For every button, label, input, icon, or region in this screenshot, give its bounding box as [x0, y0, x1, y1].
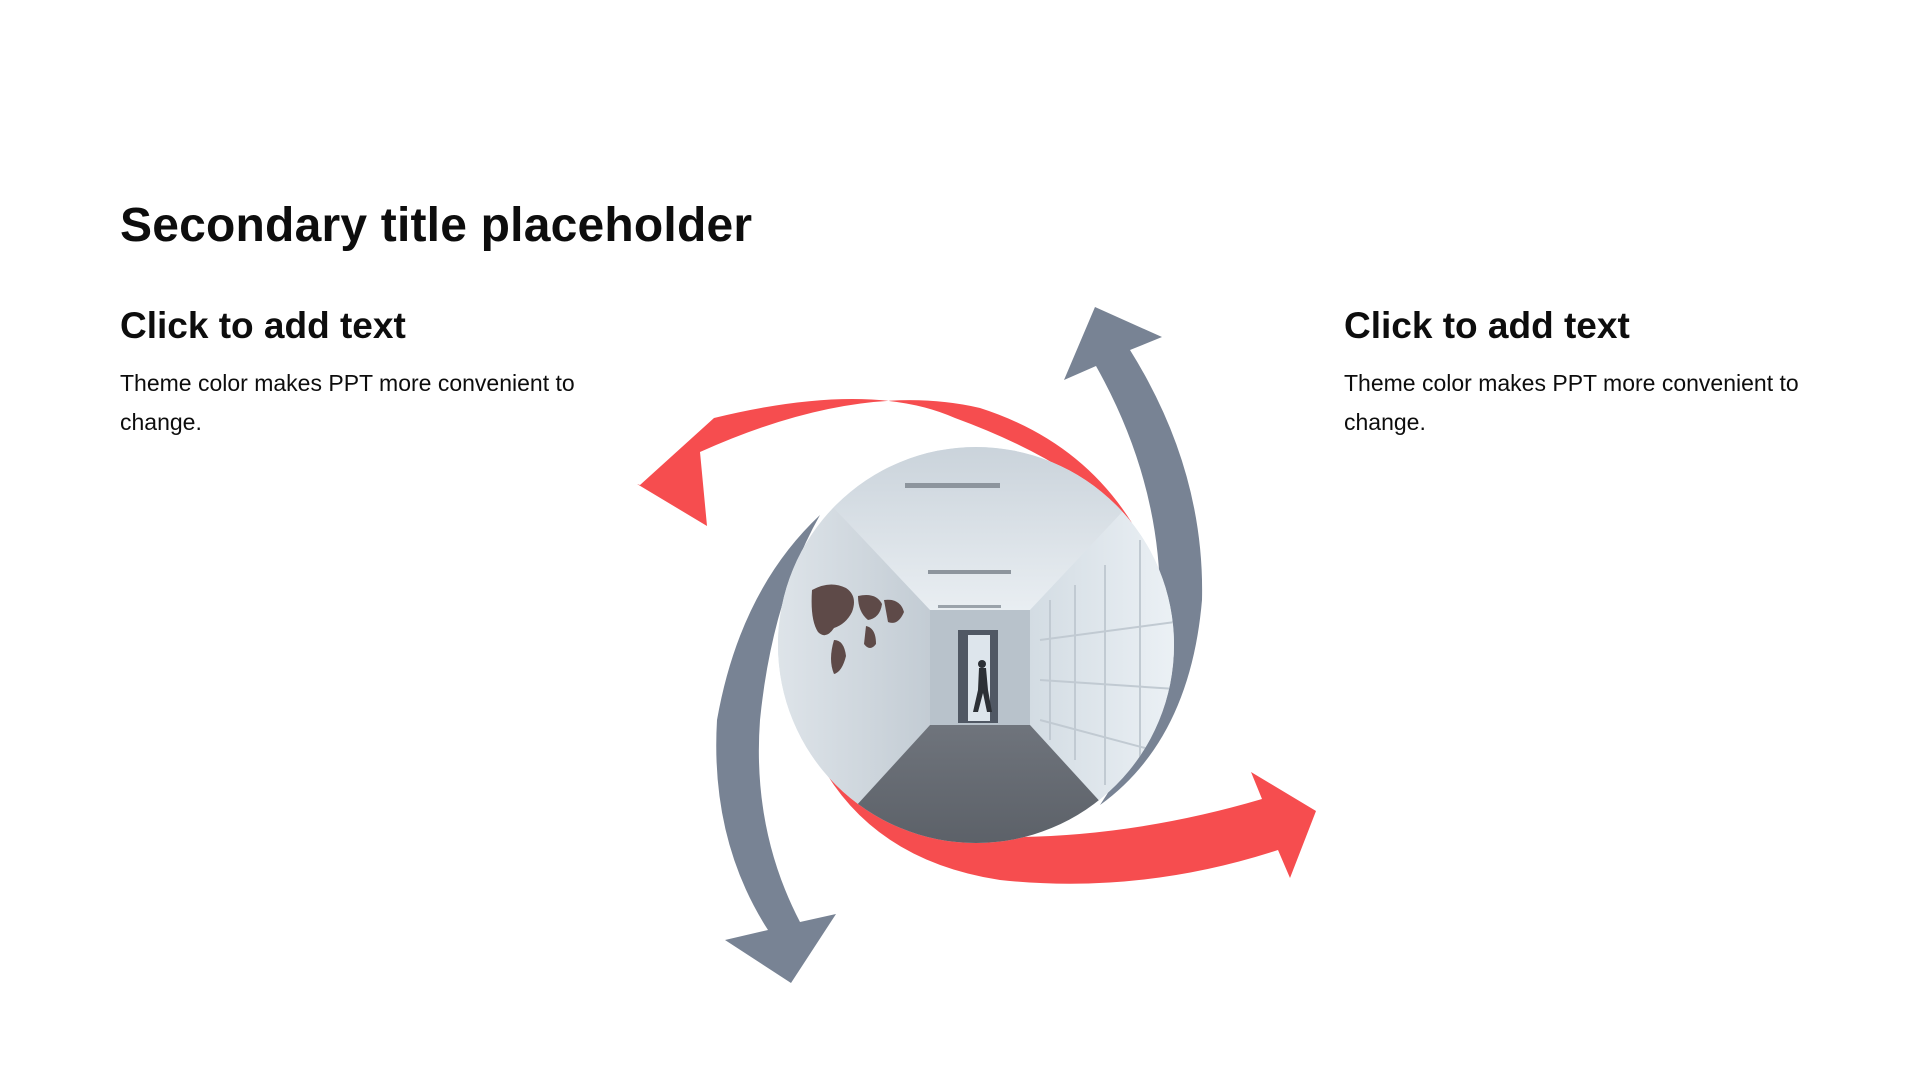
text-block-right[interactable]: Click to add text Theme color makes PPT … [1344, 302, 1824, 442]
text-block-heading: Click to add text [120, 305, 406, 346]
text-block-left[interactable]: Click to add text Theme color makes PPT … [120, 302, 600, 442]
text-block-body: Theme color makes PPT more convenient to… [1344, 370, 1799, 435]
curved-arrow-icon [637, 399, 1132, 526]
curved-arrow-icon [817, 757, 1316, 884]
text-block-body: Theme color makes PPT more convenient to… [120, 370, 575, 435]
slide-title: Secondary title placeholder [120, 199, 753, 252]
curved-arrow-icon [716, 515, 836, 983]
text-block-heading: Click to add text [1344, 305, 1630, 346]
